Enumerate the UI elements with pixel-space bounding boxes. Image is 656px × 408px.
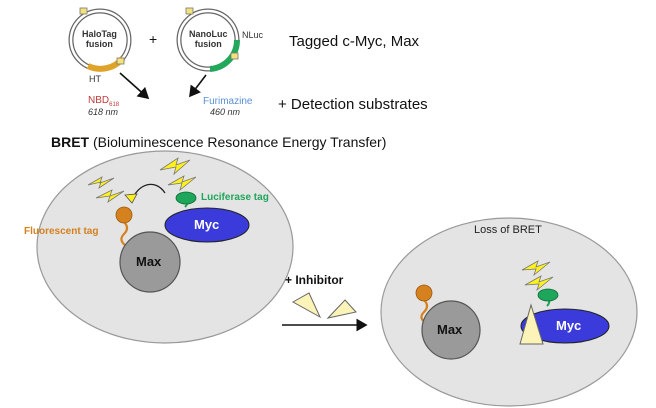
fluorescent-tag-label: Fluorescent tag — [24, 226, 99, 237]
arrow-nanoluc-to-furimazine — [189, 74, 207, 98]
loss-of-bret-label: Loss of BRET — [474, 224, 542, 236]
max-label: Max — [136, 254, 162, 269]
myc-protein — [164, 207, 250, 243]
lightning-bolt-icon — [95, 189, 125, 204]
myc-label: Myc — [194, 217, 220, 232]
lightning-bolt-icon — [159, 157, 191, 176]
right-cell — [380, 217, 638, 407]
lightning-bolt-icon — [87, 176, 115, 189]
halotag-fusion-label: HaloTag fusion — [82, 29, 117, 49]
nluc-marker: NLuc — [242, 30, 264, 40]
nbd-substrate-label: NBD618 — [88, 95, 120, 108]
inhibitor-icon — [291, 292, 322, 319]
tagged-proteins-label: Tagged c-Myc, Max — [289, 33, 420, 50]
halotag-plasmid-icon — [68, 7, 132, 72]
lightning-bolt-icon — [167, 175, 197, 192]
max-label: Max — [437, 322, 463, 337]
lightning-bolt-icon — [521, 260, 551, 277]
nbd-wavelength: 618 nm — [88, 107, 119, 117]
arrow-halotag-to-nbd — [119, 72, 150, 100]
myc-label: Myc — [556, 318, 582, 333]
inhibitor-label: + Inhibitor — [285, 273, 344, 287]
ht-marker: HT — [89, 74, 101, 84]
inhibitor-icon — [519, 303, 544, 345]
luciferase-tag-label: Luciferase tag — [201, 192, 269, 203]
fluorescent-tag-icon — [115, 206, 133, 224]
nanoluc-fusion-label: NanoLuc fusion — [189, 29, 228, 49]
max-protein — [421, 300, 481, 360]
nanoluc-plasmid-icon — [176, 7, 241, 72]
furimazine-wavelength: 460 nm — [210, 107, 241, 117]
inhibitor-icon — [326, 299, 357, 319]
max-protein — [119, 231, 181, 293]
lightning-bolt-icon — [524, 275, 554, 292]
fluorescent-tag-icon — [415, 284, 433, 302]
detection-substrates-label: + Detection substrates — [278, 96, 428, 113]
furimazine-substrate-label: Furimazine — [203, 96, 253, 107]
myc-protein — [520, 308, 610, 344]
bret-title: BRET (Bioluminescence Resonance Energy T… — [51, 134, 387, 150]
luciferase-tag-icon — [537, 288, 559, 302]
luciferase-tag-icon — [175, 191, 197, 205]
plus-sign: + — [149, 31, 158, 47]
